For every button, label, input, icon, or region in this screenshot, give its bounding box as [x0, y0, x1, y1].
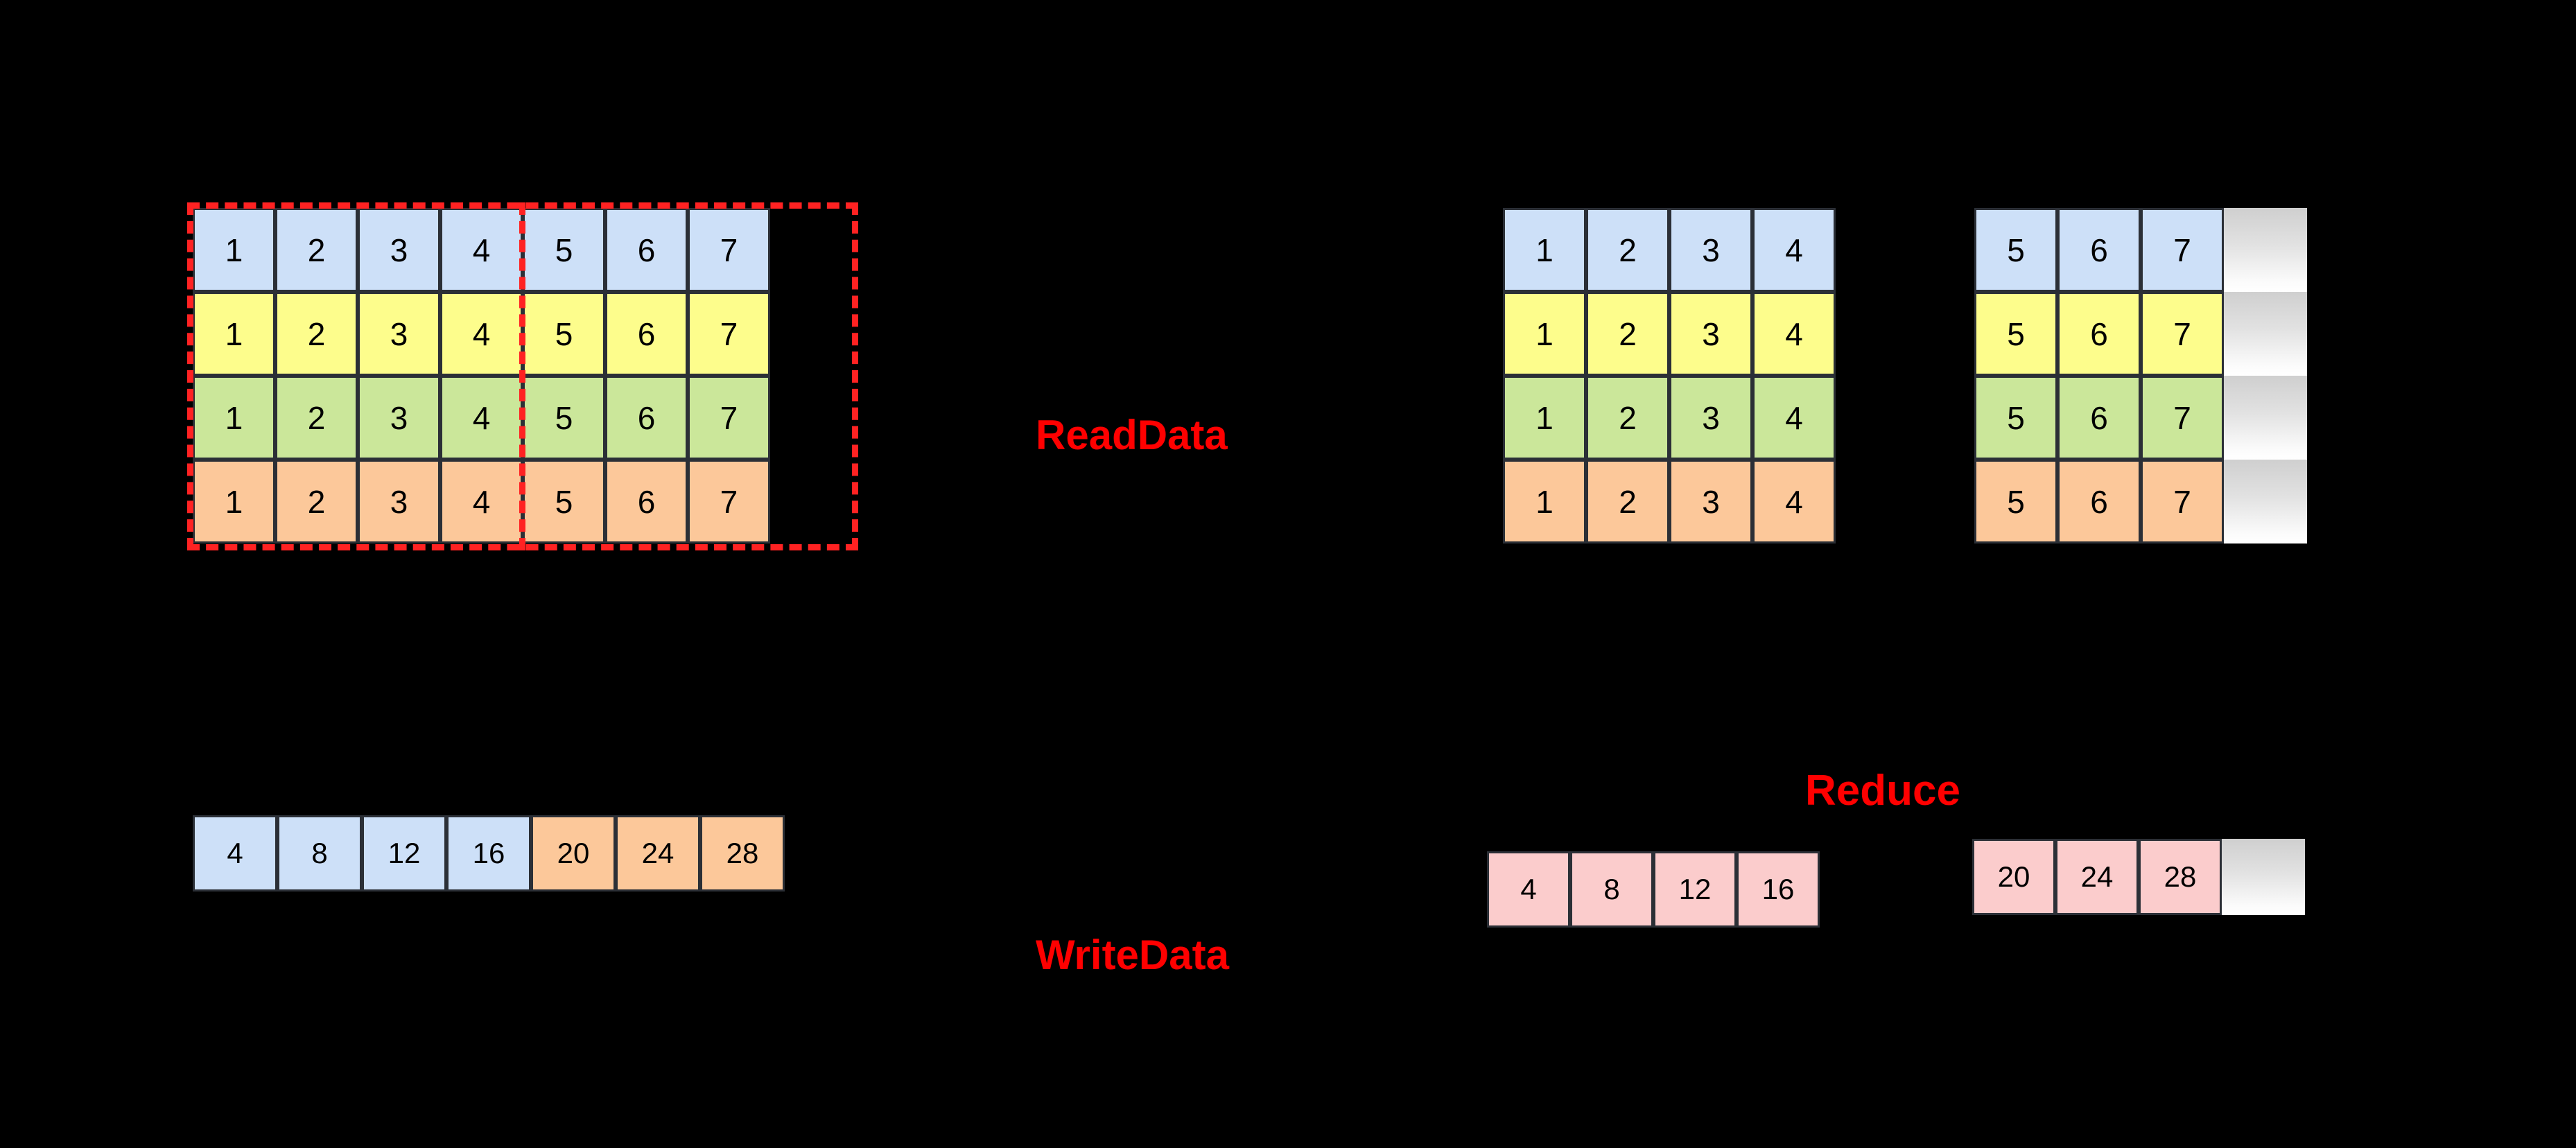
read-cell-a: 1 — [1503, 208, 1586, 292]
read-cell-b: 5 — [1974, 208, 2057, 292]
read-cell-a: 3 — [1669, 208, 1752, 292]
reduce-cell-a: 16 — [1737, 851, 1820, 928]
source-cell: 5 — [523, 376, 605, 460]
write-data-label: WriteData — [1036, 932, 1229, 978]
source-cell: 7 — [688, 376, 770, 460]
read-cell-a: 2 — [1586, 208, 1669, 292]
source-cell: 4 — [440, 460, 523, 543]
read-cell-a: 2 — [1586, 376, 1669, 460]
read-cell-b: 5 — [1974, 460, 2057, 543]
source-cell: 5 — [523, 292, 605, 376]
read-cell-b: 6 — [2057, 208, 2141, 292]
read-cell-b: 7 — [2141, 376, 2224, 460]
source-cell: 4 — [440, 208, 523, 292]
source-cell: 2 — [275, 460, 358, 543]
source-cell: 5 — [523, 208, 605, 292]
reduce-cell-a: 8 — [1570, 851, 1653, 928]
result-cell: 12 — [362, 815, 446, 892]
read-cell-b: 6 — [2057, 460, 2141, 543]
source-cell: 3 — [358, 292, 440, 376]
source-cell: 3 — [358, 460, 440, 543]
reduce-cell-b: 28 — [2139, 839, 2222, 915]
result-cell: 16 — [446, 815, 531, 892]
reduce-cell-a: 12 — [1653, 851, 1737, 928]
read-cell-b — [2224, 376, 2307, 460]
source-cell: 1 — [193, 376, 275, 460]
source-cell: 4 — [440, 376, 523, 460]
read-cell-a: 1 — [1503, 292, 1586, 376]
source-cell: 1 — [193, 292, 275, 376]
read-cell-b — [2224, 208, 2307, 292]
source-cell: 1 — [193, 460, 275, 543]
source-cell: 3 — [358, 208, 440, 292]
read-cell-b: 5 — [1974, 376, 2057, 460]
source-cell: 6 — [605, 460, 688, 543]
read-cell-a: 1 — [1503, 376, 1586, 460]
read-data-label: ReadData — [1036, 412, 1228, 458]
result-cell: 28 — [700, 815, 785, 892]
read-cell-a: 3 — [1669, 292, 1752, 376]
source-cell: 6 — [605, 208, 688, 292]
read-cell-a: 1 — [1503, 460, 1586, 543]
reduce-cell-b: 24 — [2055, 839, 2139, 915]
read-cell-a: 2 — [1586, 292, 1669, 376]
read-cell-b — [2224, 292, 2307, 376]
source-cell: 6 — [605, 292, 688, 376]
reduce-cell-b: 20 — [1972, 839, 2055, 915]
read-cell-a: 3 — [1669, 460, 1752, 543]
reduce-cell-a: 4 — [1487, 851, 1570, 928]
source-cell: 7 — [688, 208, 770, 292]
source-cell: 7 — [688, 292, 770, 376]
result-cell: 24 — [616, 815, 700, 892]
read-cell-b: 7 — [2141, 292, 2224, 376]
read-cell-a: 3 — [1669, 376, 1752, 460]
read-cell-b — [2224, 460, 2307, 543]
reduce-label: Reduce — [1805, 767, 1960, 815]
read-cell-a: 4 — [1752, 460, 1836, 543]
read-cell-a: 4 — [1752, 292, 1836, 376]
read-cell-b: 6 — [2057, 292, 2141, 376]
result-cell: 4 — [193, 815, 277, 892]
source-cell: 6 — [605, 376, 688, 460]
source-cell: 1 — [193, 208, 275, 292]
source-cell: 2 — [275, 292, 358, 376]
source-cell: 7 — [688, 460, 770, 543]
read-cell-a: 4 — [1752, 208, 1836, 292]
read-cell-b: 5 — [1974, 292, 2057, 376]
result-cell: 20 — [531, 815, 616, 892]
source-cell: 5 — [523, 460, 605, 543]
read-cell-b: 7 — [2141, 460, 2224, 543]
read-cell-b: 6 — [2057, 376, 2141, 460]
read-cell-a: 2 — [1586, 460, 1669, 543]
source-cell: 2 — [275, 376, 358, 460]
source-cell: 3 — [358, 376, 440, 460]
read-cell-a: 4 — [1752, 376, 1836, 460]
read-cell-b: 7 — [2141, 208, 2224, 292]
source-cell: 4 — [440, 292, 523, 376]
reduce-cell-b — [2222, 839, 2305, 915]
result-cell: 8 — [277, 815, 362, 892]
source-cell: 2 — [275, 208, 358, 292]
